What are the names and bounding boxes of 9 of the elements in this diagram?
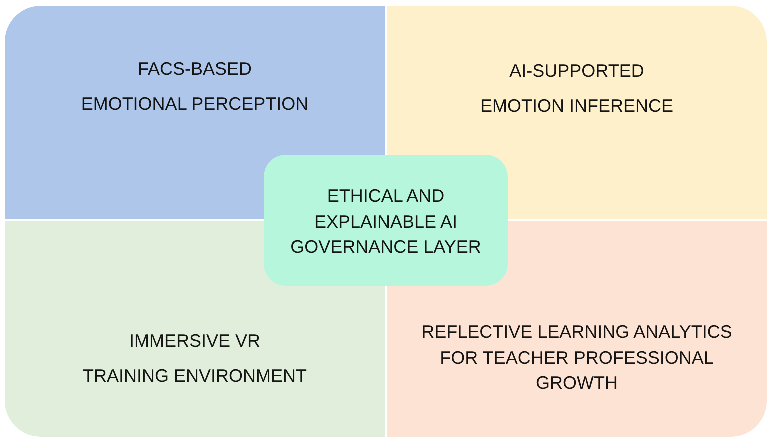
panel-label: EMOTION INFERENCE <box>480 95 674 117</box>
panel-label: REFLECTIVE LEARNING ANALYTICS FOR TEACHER PROFESSIONAL GROWTH <box>420 321 734 395</box>
panel-label: AI-SUPPORTED <box>510 60 644 82</box>
panel-label: FACS-BASED <box>138 58 252 80</box>
panel-label: EMOTIONAL PERCEPTION <box>81 93 309 115</box>
panel-label: TRAINING ENVIRONMENT <box>82 365 307 387</box>
panel-label: IMMERSIVE VR <box>129 330 261 352</box>
panel-label: ETHICAL AND EXPLAINABLE AI GOVERNANCE LAYER <box>290 185 482 259</box>
center-box <box>264 155 508 286</box>
